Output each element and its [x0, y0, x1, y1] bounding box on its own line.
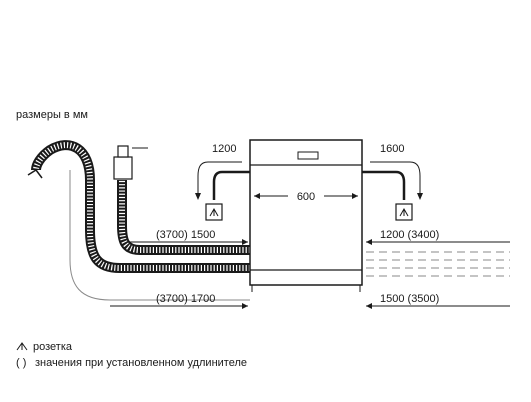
legend-socket-text: розетка	[33, 341, 73, 353]
lower-left-label: (3700) 1700	[156, 293, 215, 305]
left-hose-length-dimension: 1200	[195, 143, 242, 200]
units-note: размеры в мм	[16, 109, 88, 121]
right-supply-line	[362, 170, 406, 200]
legend-bracket-text: значения при установленном удлинителе	[35, 357, 247, 369]
right-hose-length-dimension: 1600	[370, 143, 423, 200]
width-dimension: 600	[254, 191, 358, 203]
lower-dimension: (3700) 1700 1500 (3500)	[110, 293, 510, 309]
upper-dimension: (3700) 1500 1200 (3400)	[130, 229, 510, 245]
left-hose-label: 1200	[212, 143, 236, 155]
legend-bracket-symbol: ( )	[16, 357, 26, 369]
dishwasher-outline-icon	[249, 139, 363, 292]
right-hose-label: 1600	[380, 143, 404, 155]
socket-icon	[205, 203, 223, 221]
left-supply-line	[212, 170, 250, 200]
legend-socket-icon	[16, 342, 28, 351]
water-tap-icon	[113, 145, 148, 180]
upper-left-label: (3700) 1500	[156, 229, 215, 241]
width-label: 600	[297, 191, 315, 203]
hose-route-line	[69, 170, 250, 301]
socket-icon	[395, 203, 413, 221]
corrugated-hose-icon	[27, 140, 250, 273]
upper-right-label: 1200 (3400)	[380, 229, 439, 241]
legend: розетка ( ) значения при установленном у…	[16, 341, 247, 369]
right-dashed-hose	[366, 251, 510, 277]
lower-right-label: 1500 (3500)	[380, 293, 439, 305]
